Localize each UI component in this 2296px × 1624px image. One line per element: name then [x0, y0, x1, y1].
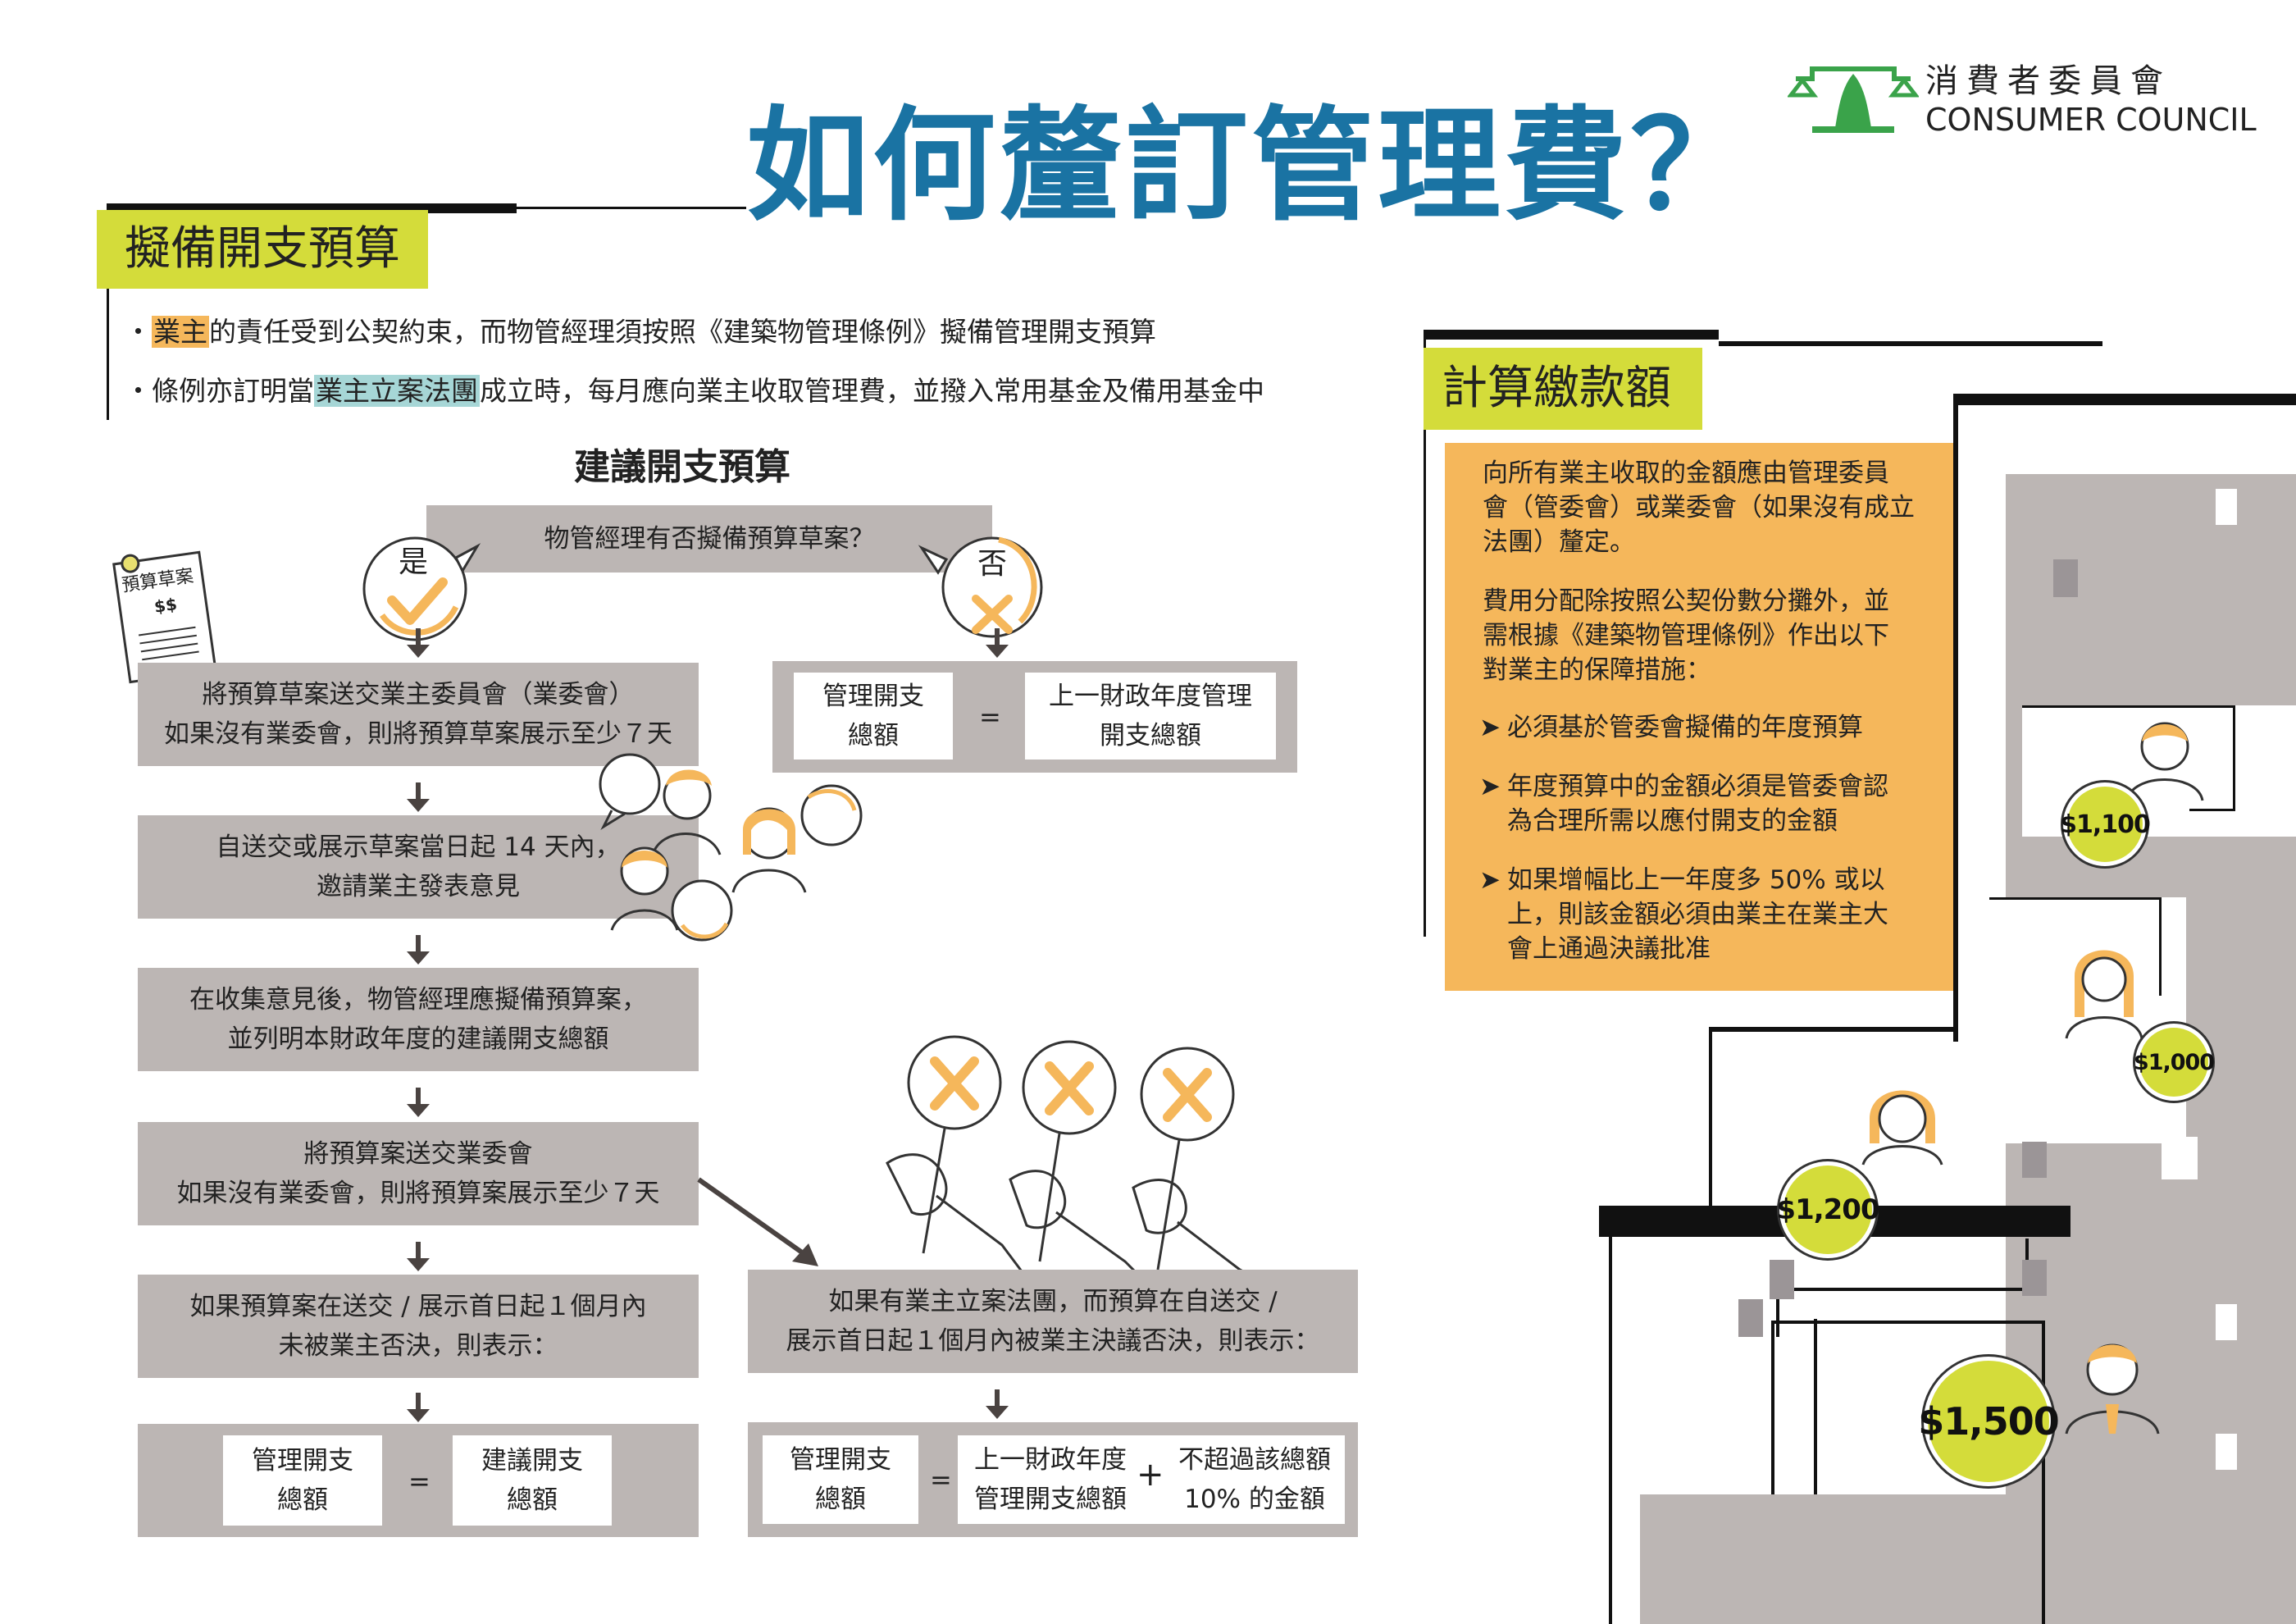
arrow-bullet-icon: ➤ [1479, 772, 1501, 801]
budget-draft-document-icon: 預算草案 $$ [107, 541, 221, 689]
flow-title: 建議開支預算 [574, 446, 790, 488]
arrow-bullet-icon: ➤ [1479, 865, 1501, 895]
step-4-box: 將預算案送交業委會如果沒有業委會，則將預算案展示至少７天 [138, 1122, 699, 1225]
formula-a-right: 建議開支總額 [453, 1435, 612, 1526]
formula-approved: 管理開支總額 = 建議開支總額 [138, 1424, 699, 1537]
highlight-oc: 業主立案法團 [314, 375, 480, 407]
formula-b-left: 管理開支總額 [763, 1435, 918, 1524]
no-label: 否 [977, 547, 1008, 581]
no-badge: 否 [913, 523, 1045, 646]
left-section-title: 擬備開支預算 [97, 210, 428, 289]
no-cross-icon [918, 536, 1043, 638]
owners-commenting-illustration [599, 753, 863, 942]
step-1-box: 將預算草案送交業主委員會（業委會）如果沒有業委會，則將預算草案展示至少７天 [138, 663, 699, 766]
step-3-box: 在收集意見後，物管經理應擬備預算案，並列明本財政年度的建議開支總額 [138, 968, 699, 1071]
scale-emblem-icon [1788, 66, 1919, 133]
building-illustration: $1,100 $1,000 $1,200 $1,500 [1599, 385, 2296, 1624]
bullet-owner-duty: ・業主的責任受到公契約束，而物管經理須按照《建築物管理條例》擬備管理開支預算 [125, 316, 1156, 348]
yes-label: 是 [399, 545, 429, 579]
no-path-formula: 管理開支總額 = 上一財政年度管理開支總額 [772, 661, 1297, 773]
protection-point-2: ➤年度預算中的金額必須是管委會認 為合理所需以應付開支的金額 [1479, 769, 1888, 838]
right-rule-thin [1719, 341, 2102, 346]
no-formula-equals: = [979, 701, 1001, 732]
arrow-bullet-icon: ➤ [1479, 713, 1501, 742]
step-5-box: 如果預算案在送交 / 展示首日起１個月內未被業主否決，則表示： [138, 1275, 699, 1378]
logo-zh: 消費者委員會 [1925, 62, 2171, 100]
highlight-owner: 業主 [152, 316, 209, 348]
doc-money: $$ [153, 594, 179, 617]
yes-check-icon [362, 536, 481, 641]
formula-a-left: 管理開支總額 [223, 1435, 382, 1526]
owner-person-icon [2065, 1343, 2160, 1435]
owner-person-icon [1861, 1090, 1943, 1166]
consumer-council-logo: 消費者委員會 CONSUMER COUNCIL [1788, 59, 2257, 141]
no-formula-left: 管理開支總額 [794, 673, 953, 760]
fee-badge: $1,200 [1776, 1161, 1880, 1258]
no-formula-right: 上一財政年度管理開支總額 [1025, 673, 1276, 760]
right-vertical-rule [1424, 330, 1426, 937]
payment-rules-box [1445, 443, 1953, 991]
payment-para-2: 費用分配除按照公契份數分攤外，並需根據《建築物管理條例》作出以下對業主的保障措施… [1483, 586, 1889, 685]
left-vertical-rule [107, 289, 109, 420]
formula-a-equals: = [408, 1466, 430, 1497]
step-2-box: 自送交或展示草案當日起 14 天內，邀請業主發表意見 [138, 815, 699, 919]
protest-signs-illustration [886, 1035, 1257, 1278]
right-rule-thick [1424, 330, 1719, 340]
header-rule-thin [517, 207, 746, 209]
protection-point-3: ➤如果增幅比上一年度多 50% 或以 上，則該金額必須由業主在業主大 會上通過決… [1479, 863, 1888, 966]
fee-badge: $1,100 [2060, 782, 2151, 866]
payment-para-1: 向所有業主收取的金額應由管理委員會（管委會）或業委會（如果沒有成立法團）釐定。 [1483, 458, 1915, 557]
protection-point-1: ➤必須基於管委會擬備的年度預算 [1479, 710, 1863, 745]
arrow-to-rejected [697, 1177, 818, 1266]
bullet-oc-ordinance: ・條例亦訂明當業主立案法團成立時，每月應向業主收取管理費，並撥入常用基金及備用基… [125, 375, 1264, 407]
rejected-condition-box: 如果有業主立案法團，而預算在自送交 /展示首日起１個月內被業主決議否決，則表示： [748, 1270, 1358, 1373]
fee-badge: $1,000 [2134, 1024, 2215, 1101]
owner-person-icon [2065, 950, 2143, 1039]
owner-person-icon [2125, 722, 2204, 801]
question-box: 物管經理有否擬備預算草案？ [426, 505, 992, 573]
formula-b-mid [958, 1435, 1345, 1524]
fee-badge: $1,500 [1918, 1357, 2060, 1486]
yes-badge: 是 [358, 525, 481, 648]
formula-b-plus: + [1137, 1456, 1164, 1494]
formula-b-mid-text: 上一財政年度管理開支總額 [974, 1445, 1127, 1514]
right-section-title: 計算繳款額 [1424, 348, 1702, 430]
page-title: 如何釐訂管理費？ [746, 95, 1757, 238]
formula-b-equals: = [930, 1464, 952, 1495]
logo-en: CONSUMER COUNCIL [1925, 102, 2257, 138]
